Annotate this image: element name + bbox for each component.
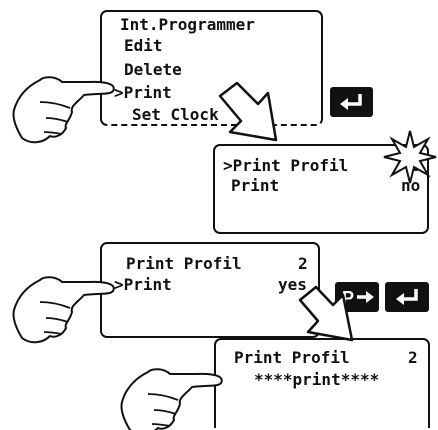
print-row-label: Print bbox=[231, 176, 280, 195]
pointing-hand-icon bbox=[12, 76, 115, 144]
enter-key-icon bbox=[340, 94, 362, 110]
print-option-value: yes bbox=[278, 275, 307, 294]
print-profile-row: >Print Profil bbox=[223, 156, 349, 175]
menu-item-set-clock[interactable]: Set Clock bbox=[132, 105, 219, 124]
down-right-arrow-icon bbox=[298, 285, 354, 342]
print-row-value: no bbox=[401, 176, 421, 195]
printing-title: Print Profil bbox=[234, 348, 350, 367]
pointing-hand-icon bbox=[120, 368, 223, 430]
enter-key-icon bbox=[396, 289, 418, 305]
enter-key[interactable] bbox=[330, 87, 373, 117]
printing-profile-number: 2 bbox=[408, 348, 418, 367]
printing-display: Print Profil 2 ****print**** bbox=[214, 338, 430, 428]
printing-status: ****print**** bbox=[254, 370, 380, 389]
down-right-arrow-icon bbox=[218, 81, 278, 142]
menu-item-delete[interactable]: Delete bbox=[124, 60, 182, 79]
print-option-label: >Print bbox=[114, 275, 172, 294]
profile-number: 2 bbox=[298, 254, 308, 273]
enter-key-2[interactable] bbox=[385, 282, 429, 312]
menu-item-edit[interactable]: Edit bbox=[124, 36, 163, 55]
menu-item-print[interactable]: >Print bbox=[114, 83, 172, 102]
menu-display: Int.Programmer Edit Delete >Print Set Cl… bbox=[100, 10, 323, 126]
flash-burst-icon bbox=[383, 130, 437, 184]
profile-title: Print Profil bbox=[126, 254, 242, 273]
pointing-hand-icon bbox=[12, 276, 115, 344]
menu-title: Int.Programmer bbox=[120, 15, 255, 34]
print-setting-display: Print Profil 2 >Print yes bbox=[100, 242, 320, 338]
